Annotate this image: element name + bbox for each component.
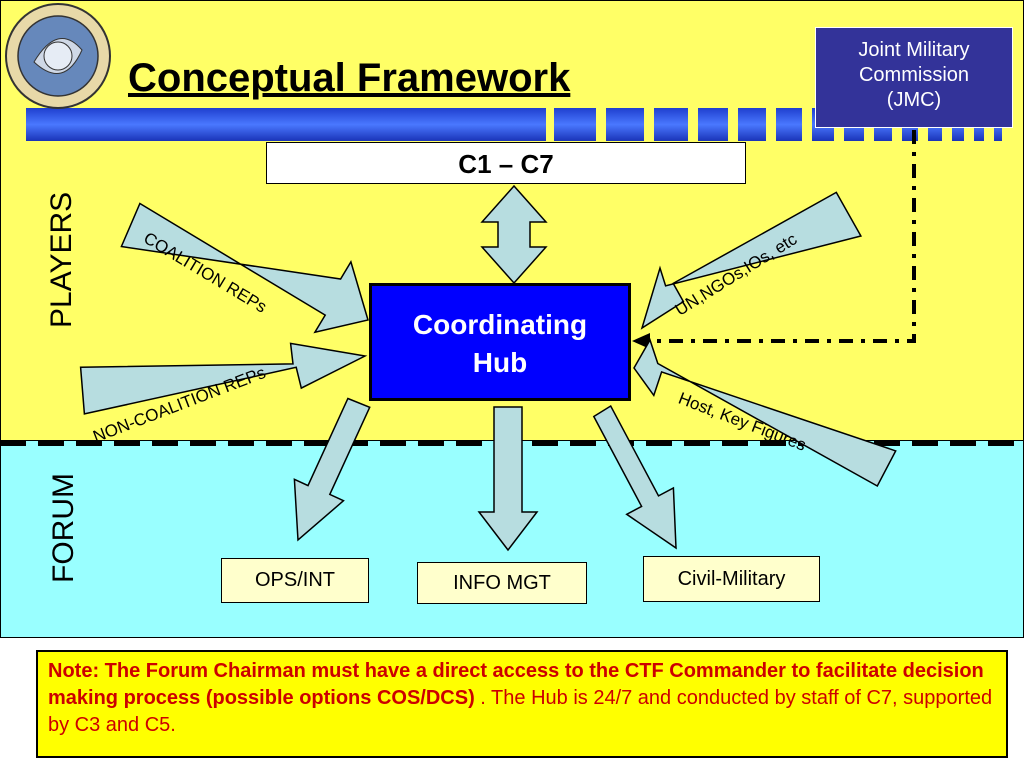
forum-label: FORUM xyxy=(47,473,80,583)
note-bold-text: Note: The Forum Chairman must have a dir… xyxy=(48,660,984,709)
non-coalition-reps-arrow xyxy=(79,342,368,415)
c1-c7-box: C1 – C7 xyxy=(266,142,746,184)
hub-line-2: Hub xyxy=(472,347,528,378)
civil-military-box: Civil-Military xyxy=(643,556,820,602)
civil-military-arrow xyxy=(592,404,677,550)
ops-int-arrow xyxy=(293,397,371,542)
jmc-line-3: (JMC) xyxy=(886,89,942,111)
jmc-box: Joint Military Commission (JMC) xyxy=(815,27,1013,128)
note-regular-text: . The Hub is 24/7 and conducted by staff… xyxy=(48,687,993,736)
host-key-figures-arrow xyxy=(633,338,897,488)
jmc-connector-line xyxy=(648,130,916,343)
c1c7-hub-double-arrow xyxy=(480,184,548,285)
jmc-connector-arrowhead xyxy=(632,333,650,349)
jmc-line-1: Joint Military xyxy=(858,39,970,61)
info-mgt-box: INFO MGT xyxy=(417,562,587,604)
info-mgt-arrow xyxy=(477,406,539,552)
mpat-logo xyxy=(5,3,111,109)
ops-int-box: OPS/INT xyxy=(221,558,369,603)
note-box: Note: The Forum Chairman must have a dir… xyxy=(36,650,1008,758)
jmc-line-2: Commission xyxy=(858,64,970,86)
coordinating-hub-box: Coordinating Hub xyxy=(369,283,631,401)
un-ngos-arrow xyxy=(640,191,863,330)
page-title: Conceptual Framework xyxy=(128,56,571,100)
title-bar xyxy=(26,108,546,141)
hub-line-1: Coordinating xyxy=(412,309,588,340)
players-label: PLAYERS xyxy=(45,191,78,328)
coalition-reps-arrow xyxy=(120,202,369,334)
